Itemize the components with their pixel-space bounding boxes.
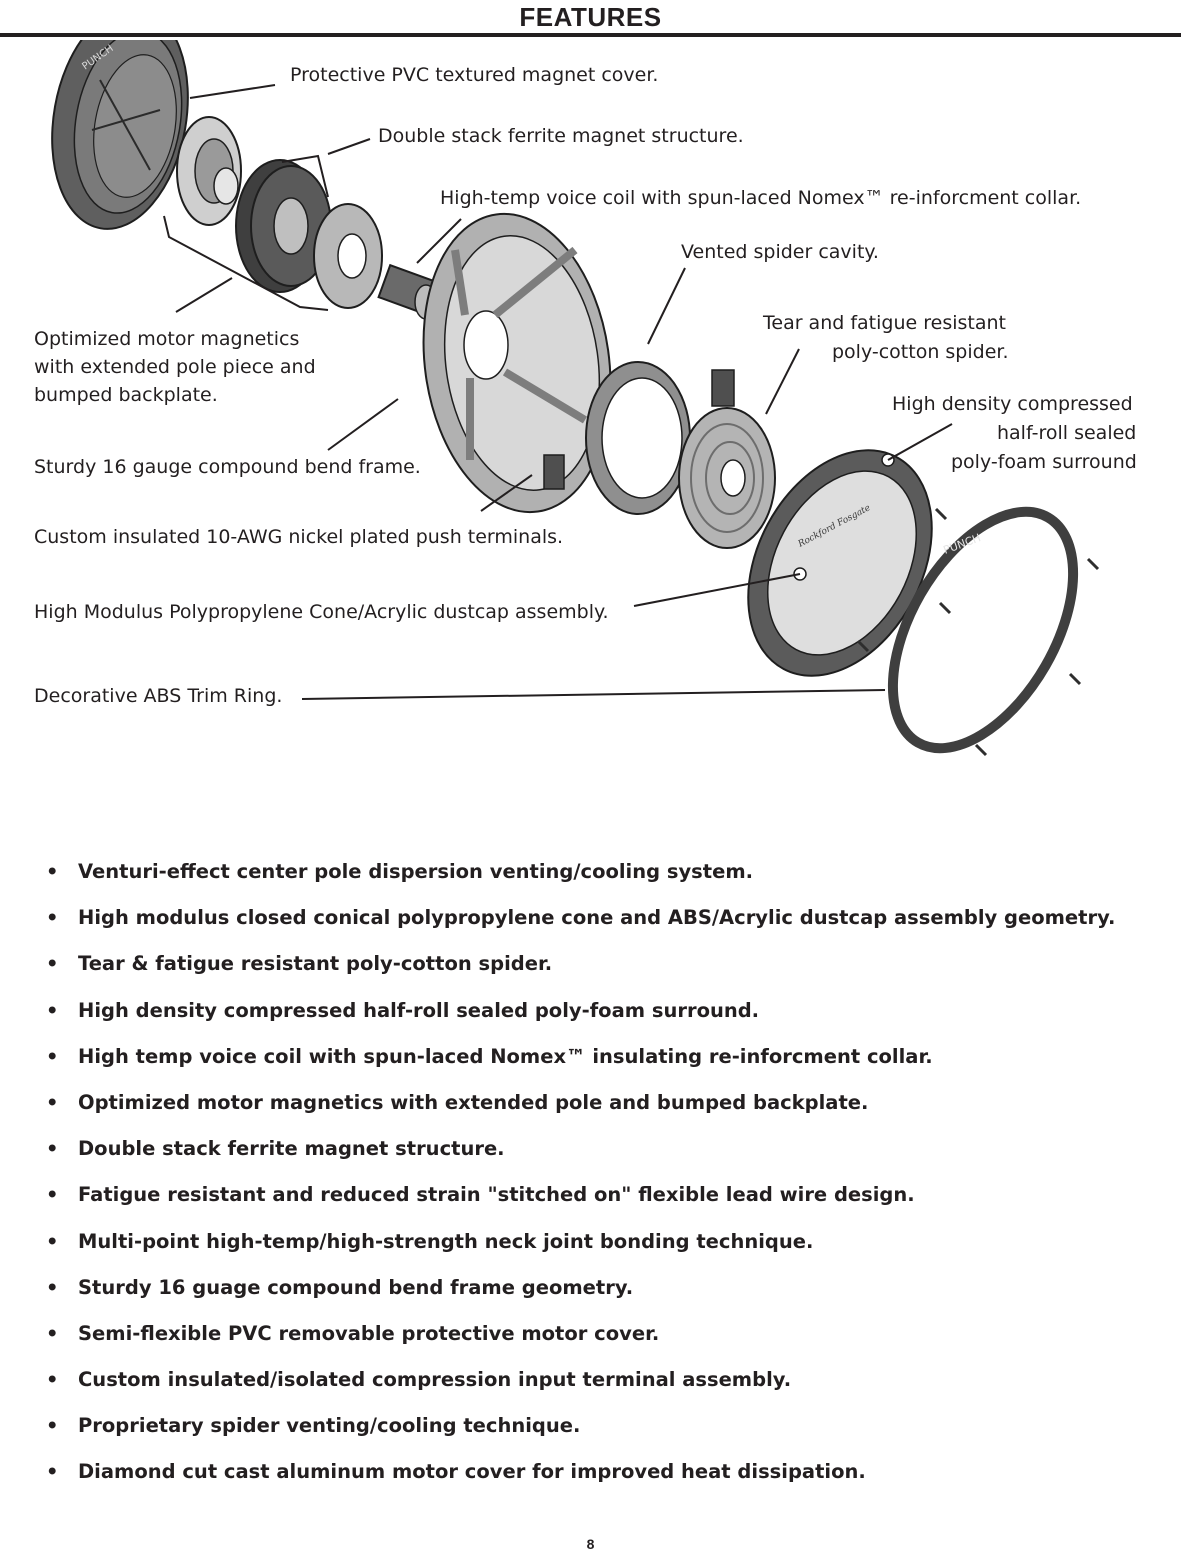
- feature-text: Double stack ferrite magnet structure.: [78, 1137, 505, 1160]
- feature-list: • Venturi-effect center pole dispersion v…: [46, 852, 1166, 1499]
- feature-text: Venturi-effect center pole dispersion ve…: [78, 860, 753, 883]
- callout-frame: Sturdy 16 gauge compound bend frame.: [34, 454, 421, 480]
- feature-text: Tear & fatigue resistant poly-cotton spi…: [78, 952, 552, 975]
- feature-item: • Venturi-effect center pole dispersion v…: [46, 852, 1166, 898]
- bullet: •: [46, 1037, 58, 1077]
- page-title: FEATURES: [0, 0, 1181, 34]
- feature-item: • Tear & fatigue resistant poly-cotton sp…: [46, 944, 1166, 990]
- feature-item: • Multi-point high-temp/high-strength nec…: [46, 1222, 1166, 1268]
- feature-item: • Optimized motor magnetics with extended…: [46, 1083, 1166, 1129]
- feature-item: • Double stack ferrite magnet structure.: [46, 1129, 1166, 1175]
- bullet: •: [46, 1175, 58, 1215]
- top-plate-part: [314, 204, 382, 308]
- bullet: •: [46, 898, 58, 938]
- feature-item: • Semi-flexible PVC removable protective …: [46, 1314, 1166, 1360]
- callout-terminals: Custom insulated 10-AWG nickel plated pu…: [34, 524, 563, 550]
- header-rule: [0, 33, 1181, 37]
- feature-item: • High modulus closed conical polypropyle…: [46, 898, 1166, 944]
- feature-text: Semi-flexible PVC removable protective m…: [78, 1322, 659, 1345]
- spider-part: [679, 408, 775, 548]
- callout-surround-line-1: High density compressed: [892, 391, 1133, 417]
- feature-text: Fatigue resistant and reduced strain "st…: [78, 1183, 915, 1206]
- callout-cone-assembly: High Modulus Polypropylene Cone/Acrylic …: [34, 599, 609, 625]
- callout-double-stack-magnet: Double stack ferrite magnet structure.: [378, 123, 744, 149]
- callout-motor-line-1: Optimized motor magnetics: [34, 326, 299, 352]
- bullet: •: [46, 1268, 58, 1308]
- feature-text: Custom insulated/isolated compression in…: [78, 1368, 791, 1391]
- feature-text: Diamond cut cast aluminum motor cover fo…: [78, 1460, 866, 1483]
- backplate-part: [177, 117, 241, 225]
- feature-item: • High density compressed half-roll seale…: [46, 991, 1166, 1037]
- callout-motor-line-3: bumped backplate.: [34, 382, 218, 408]
- feature-item: • Proprietary spider venting/cooling tech…: [46, 1406, 1166, 1452]
- motor-cover-part: PUNCH: [36, 40, 205, 240]
- feature-text: Proprietary spider venting/cooling techn…: [78, 1414, 580, 1437]
- exploded-speaker-diagram: PUNCH: [0, 40, 1181, 810]
- callout-vented-spider-cavity: Vented spider cavity.: [681, 239, 879, 265]
- callout-protective-cover: Protective PVC textured magnet cover.: [290, 62, 658, 88]
- feature-text: High density compressed half-roll sealed…: [78, 999, 759, 1022]
- callout-voice-coil: High-temp voice coil with spun-laced Nom…: [440, 185, 1081, 211]
- feature-item: • Diamond cut cast aluminum motor cover f…: [46, 1452, 1166, 1498]
- bullet: •: [46, 1452, 58, 1492]
- feature-text: Optimized motor magnetics with extended …: [78, 1091, 868, 1114]
- callout-spider-line-1: Tear and fatigue resistant: [763, 310, 1006, 336]
- bullet: •: [46, 1406, 58, 1446]
- feature-item: • Fatigue resistant and reduced strain "s…: [46, 1175, 1166, 1221]
- bullet: •: [46, 1129, 58, 1169]
- feature-item: • High temp voice coil with spun-laced No…: [46, 1037, 1166, 1083]
- trim-ring-text: PUNCH: [942, 531, 983, 557]
- bullet: •: [46, 944, 58, 984]
- feature-text: Sturdy 16 guage compound bend frame geom…: [78, 1276, 633, 1299]
- callout-surround-line-3: poly-foam surround: [951, 449, 1137, 475]
- page-number: 8: [0, 1536, 1181, 1552]
- callout-surround-line-2: half-roll sealed: [997, 420, 1136, 446]
- bullet: •: [46, 1314, 58, 1354]
- bullet: •: [46, 1360, 58, 1400]
- feature-text: High modulus closed conical polypropylen…: [78, 906, 1115, 929]
- feature-item: • Sturdy 16 guage compound bend frame geo…: [46, 1268, 1166, 1314]
- bullet: •: [46, 852, 58, 892]
- bullet: •: [46, 991, 58, 1031]
- feature-text: High temp voice coil with spun-laced Nom…: [78, 1045, 933, 1068]
- spider-vent-ring-part: [586, 362, 690, 514]
- bullet: •: [46, 1083, 58, 1123]
- callout-trim-ring: Decorative ABS Trim Ring.: [34, 683, 282, 709]
- callout-spider-line-2: poly-cotton spider.: [832, 339, 1009, 365]
- feature-text: Multi-point high-temp/high-strength neck…: [78, 1230, 813, 1253]
- bullet: •: [46, 1222, 58, 1262]
- feature-item: • Custom insulated/isolated compression i…: [46, 1360, 1166, 1406]
- page-header: FEATURES: [0, 0, 1181, 40]
- callout-motor-line-2: with extended pole piece and: [34, 354, 316, 380]
